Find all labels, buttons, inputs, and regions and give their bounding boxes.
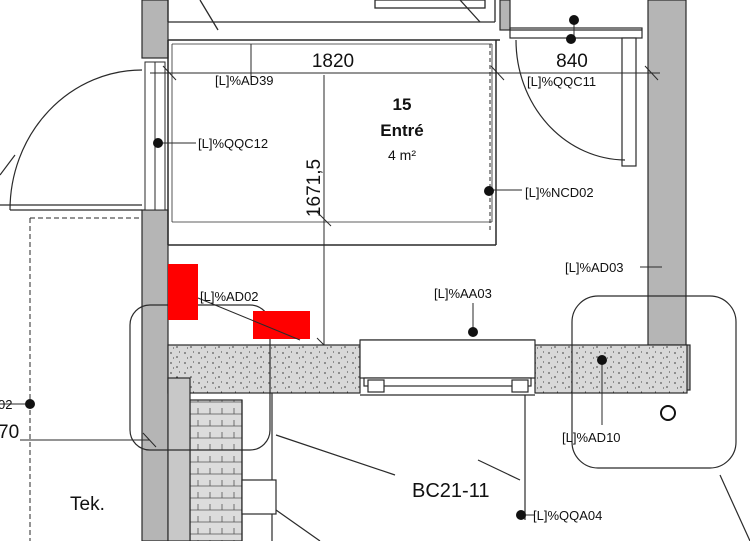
left-wall-upper <box>141 0 169 59</box>
dot-left <box>25 399 35 409</box>
lower-structure <box>167 377 750 541</box>
tag-ad03: [L]%AD03 <box>565 260 624 275</box>
top-wall-right <box>499 0 511 31</box>
dot-top-right-a <box>569 15 579 25</box>
tag-ad39: [L]%AD39 <box>215 73 274 88</box>
dimension-lines <box>20 44 660 448</box>
tag-ncd02: [L]%NCD02 <box>525 185 594 200</box>
tag-qqa04: [L]%QQA04 <box>533 508 602 523</box>
left-window-frame <box>144 61 166 211</box>
dimension-right-width: 840 <box>556 51 588 72</box>
dimension-room-depth: 1671,5 <box>304 159 325 217</box>
tag-qqc12: [L]%QQC12 <box>198 136 268 151</box>
room-area: 4 m² <box>388 147 416 163</box>
dot-ad10 <box>597 355 607 365</box>
right-door <box>509 27 643 167</box>
room-outline <box>167 39 500 246</box>
partition-walls <box>167 344 688 541</box>
dot-qqa04 <box>516 510 526 520</box>
outline-left <box>129 304 271 451</box>
tag-aa03: [L]%AA03 <box>434 286 492 301</box>
dot-top-right-b <box>566 34 576 44</box>
room-number: 15 <box>393 95 412 114</box>
tag-qqc11: [L]%QQC11 <box>527 74 596 89</box>
dot-ncd02 <box>484 186 494 196</box>
highlight-outlines <box>129 295 737 469</box>
room-name: Entré <box>380 121 423 140</box>
tag-ad02: [L]%AD02 <box>200 289 259 304</box>
tag-ad10: [L]%AD10 <box>562 430 621 445</box>
partition-left <box>167 344 361 394</box>
left-wall-middle <box>141 209 169 541</box>
dimension-top-width: 1820 <box>312 51 354 72</box>
right-wall <box>647 0 687 346</box>
label-tek: Tek. <box>70 494 105 515</box>
upper-room-edge <box>167 0 496 31</box>
leader-lines <box>0 20 662 516</box>
dot-qqc12 <box>153 138 163 148</box>
red-marker-ad02-horizontal <box>253 311 310 339</box>
partition-lower-left <box>189 399 243 541</box>
drain-circle-icon <box>660 405 676 421</box>
dot-aa03 <box>468 327 478 337</box>
kitchen-dashed-outline <box>29 217 142 541</box>
label-bc21-11: BC21-11 <box>412 480 489 502</box>
tag-dots <box>25 15 607 520</box>
partition-right <box>534 344 688 394</box>
outline-right <box>571 295 737 469</box>
left-door <box>0 69 143 211</box>
central-opening <box>359 339 536 396</box>
structural-walls <box>141 0 691 541</box>
dimension-left-partial: 70 <box>0 422 19 443</box>
red-marker-ad02-vertical <box>168 264 198 320</box>
tag-left-partial: 02 <box>0 397 12 412</box>
